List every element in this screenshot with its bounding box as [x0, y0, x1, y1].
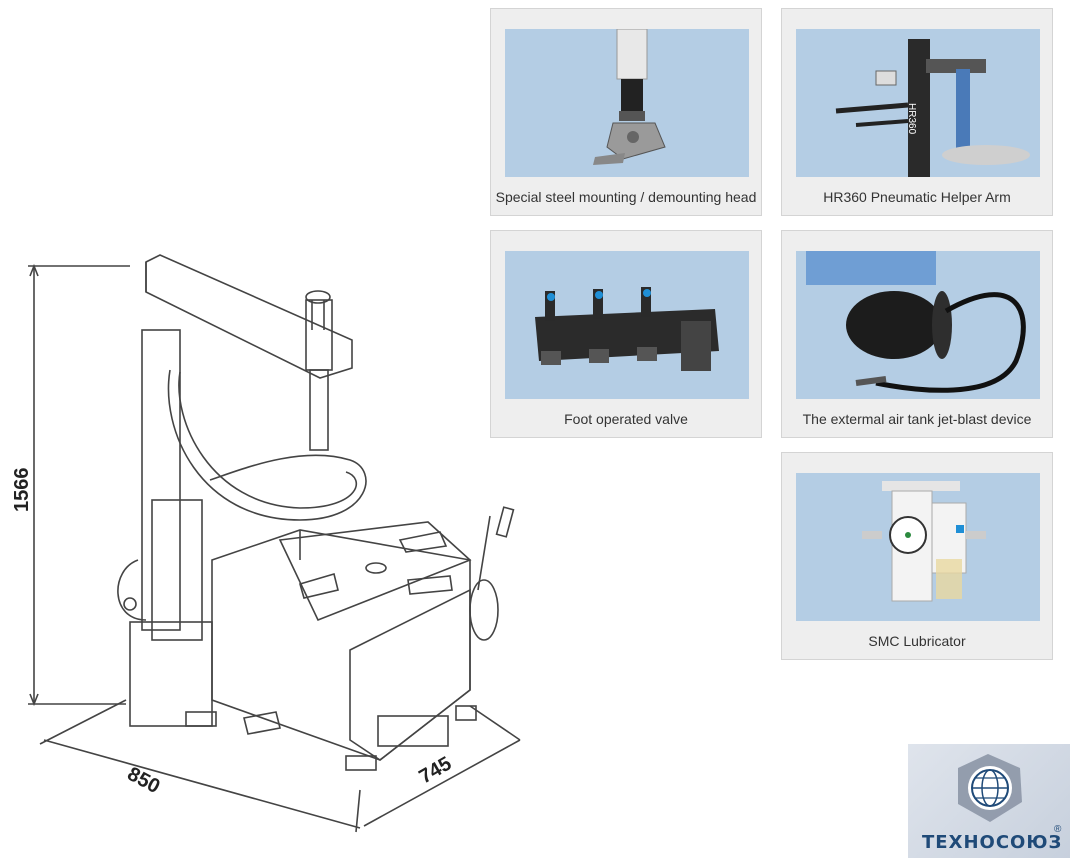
brand-logo: ТЕХНОСОЮЗ ® [908, 744, 1070, 858]
lubricator-icon [796, 473, 1040, 621]
brand-name: ТЕХНОСОЮЗ [922, 832, 1063, 853]
height-dimension-label: 1566 [11, 468, 33, 513]
feature-card-mounting-head: Special steel mounting / demounting head [490, 8, 762, 216]
depth-dimension-label: 745 [416, 753, 456, 789]
feature-card-helper-arm: HR360 HR360 Pneumatic Helper Arm [781, 8, 1053, 216]
registered-mark: ® [1054, 824, 1062, 835]
feature-caption: Foot operated valve [564, 411, 688, 427]
hr360-label: HR360 [906, 103, 917, 135]
feature-card-lubricator: SMC Lubricator [781, 452, 1053, 660]
feature-caption: SMC Lubricator [868, 633, 966, 649]
feature-caption: The extermal air tank jet-blast device [802, 411, 1032, 427]
feature-card-foot-valve: Foot operated valve [490, 230, 762, 438]
feature-caption: Special steel mounting / demounting head [495, 189, 757, 205]
feature-card-air-tank: The extermal air tank jet-blast device [781, 230, 1053, 438]
helper-arm-icon: HR360 [796, 29, 1040, 177]
machine-dimension-drawing: 1566 850 745 [11, 254, 521, 833]
width-dimension-label: 850 [124, 763, 164, 798]
foot-valve-icon [505, 251, 749, 399]
globe-logo-icon [958, 754, 1022, 822]
mounting-head-icon [505, 29, 749, 177]
air-tank-icon [796, 251, 1040, 399]
feature-caption: HR360 Pneumatic Helper Arm [823, 189, 1011, 205]
